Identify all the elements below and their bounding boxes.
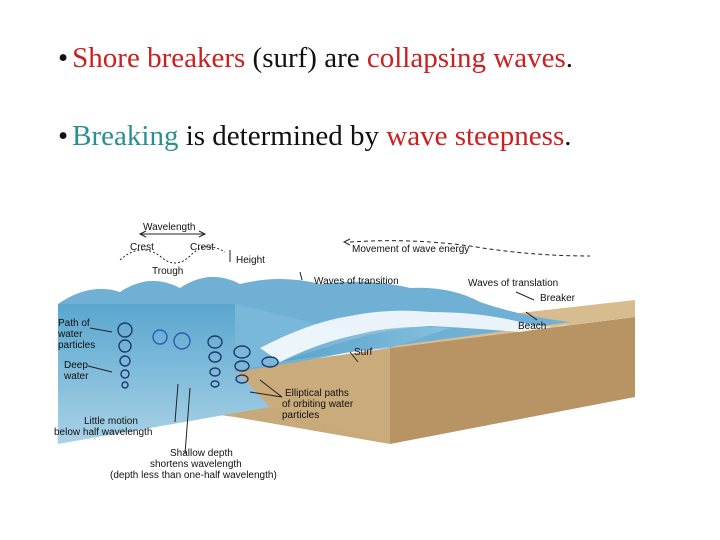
label-wavelength: Wavelength <box>143 222 195 233</box>
label-path-line-1: Path of <box>58 318 90 329</box>
label-shallow-line-1: Shallow depth <box>170 448 233 459</box>
label-little-line-1: Little motion <box>84 416 138 427</box>
bullet-breaking: •Breaking is determined by wave steepnes… <box>58 120 571 153</box>
label-deep-water: Deep water <box>63 360 91 382</box>
label-waves-of-translation: Waves of translation <box>468 278 558 289</box>
text-period: . <box>564 120 572 152</box>
orbital-paths <box>117 322 279 389</box>
label-height: Height <box>236 255 265 266</box>
wave-profile <box>119 230 591 264</box>
label-waves-of-transition: Waves of transition <box>314 276 399 287</box>
term-wave-steepness: wave steepness <box>386 120 565 152</box>
label-movement-of-wave-energy: Movement of wave energy <box>352 244 469 255</box>
label-shallow-line-2: shortens wavelength <box>150 459 242 470</box>
label-crest-2: Crest <box>190 242 214 253</box>
label-path-line-3: particles <box>58 340 95 351</box>
label-trough: Trough <box>152 266 183 277</box>
label-deep-line-2: water <box>63 371 89 382</box>
label-elliptical-line-3: particles <box>282 410 319 421</box>
water-body <box>58 276 570 444</box>
text-determined-by: is determined by <box>178 120 387 152</box>
term-breaking: Breaking <box>72 120 179 152</box>
label-deep-line-1: Deep <box>64 360 88 371</box>
label-breaker: Breaker <box>540 293 576 304</box>
label-path-of-water-particles: Path of water particles <box>57 318 95 351</box>
label-little-line-2: below half wavelength <box>54 427 152 438</box>
leader-lines <box>87 271 538 455</box>
label-shallow-depth: Shallow depth shortens wavelength (depth… <box>110 448 277 481</box>
label-surf: Surf <box>354 347 373 358</box>
label-crest-1: Crest <box>130 242 154 253</box>
label-little-motion: Little motion below half wavelength <box>54 416 152 438</box>
label-shallow-line-3: (depth less than one-half wavelength) <box>110 470 277 481</box>
term-collapsing-waves: collapsing waves <box>366 42 566 74</box>
label-elliptical-line-2: of orbiting water <box>282 399 354 410</box>
label-elliptical-paths: Elliptical paths of orbiting water parti… <box>282 388 356 421</box>
label-beach: Beach <box>518 321 546 332</box>
text-surf-are: (surf) are <box>245 42 367 74</box>
wave-breaking-diagram: Wavelength Crest Crest Height Trough Mov… <box>54 222 635 481</box>
label-path-line-2: water <box>57 329 83 340</box>
bullet-marker: • <box>58 120 69 152</box>
text-period: . <box>565 42 574 74</box>
term-shore-breakers: Shore breakers <box>72 42 246 74</box>
label-elliptical-line-1: Elliptical paths <box>285 388 349 399</box>
bullet-marker: • <box>58 42 69 74</box>
bullet-shore-breakers: •Shore breakers (surf) are collapsing wa… <box>58 42 573 75</box>
